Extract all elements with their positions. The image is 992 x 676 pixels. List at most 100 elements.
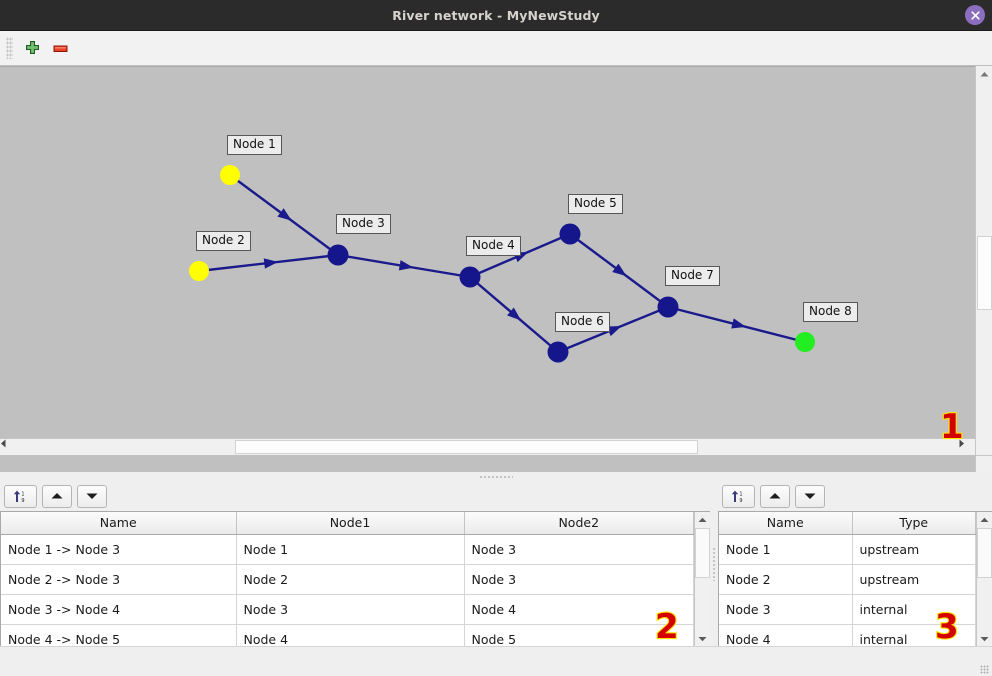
window-resize-grip[interactable] <box>980 665 989 674</box>
node-label-node-3[interactable]: Node 3 <box>336 214 391 234</box>
node-label-node-8[interactable]: Node 8 <box>803 302 858 322</box>
scrollbar-corner <box>975 455 992 472</box>
table-scroll-down-icon[interactable] <box>977 631 992 646</box>
reaches-scroll-thumb[interactable] <box>695 528 710 578</box>
splitter-grip <box>479 474 513 479</box>
node-label-node-5[interactable]: Node 5 <box>568 194 623 214</box>
column-header-node2[interactable]: Node2 <box>464 512 694 535</box>
table-cell[interactable]: Node 5 <box>464 624 694 646</box>
column-header-name[interactable]: Name <box>1 512 237 535</box>
table-cell[interactable]: Node 3 -> Node 4 <box>1 594 237 625</box>
table-cell[interactable]: internal <box>852 624 976 646</box>
table-cell[interactable]: Node 4 -> Node 5 <box>1 624 237 646</box>
graph-node-node-1[interactable] <box>220 165 240 185</box>
remove-node-icon[interactable] <box>46 34 74 62</box>
edge-arrow-icon <box>263 258 279 269</box>
node-label-node-1[interactable]: Node 1 <box>227 135 282 155</box>
table-cell[interactable]: Node 3 <box>464 534 694 565</box>
edge-arrow-icon <box>277 208 292 221</box>
nodes-table-scrollbar[interactable] <box>976 512 992 646</box>
column-header-type[interactable]: Type <box>852 512 976 535</box>
annotation-marker-1: 1 <box>939 407 965 447</box>
status-bar <box>0 646 992 676</box>
graph-node-node-8[interactable] <box>795 332 815 352</box>
table-cell[interactable]: Node 1 <box>236 534 465 565</box>
reaches-table-scrollbar[interactable] <box>694 512 710 646</box>
table-scroll-up-icon[interactable] <box>695 512 710 527</box>
table-cell[interactable]: Node 4 <box>236 624 465 646</box>
scroll-up-icon[interactable] <box>976 66 992 83</box>
nodes-scroll-thumb[interactable] <box>977 528 992 578</box>
table-cell[interactable]: upstream <box>852 534 976 565</box>
table-scroll-up-icon[interactable] <box>977 512 992 527</box>
node-label-node-4[interactable]: Node 4 <box>466 236 521 256</box>
table-cell[interactable]: internal <box>852 594 976 625</box>
move-up-icon[interactable] <box>42 484 72 508</box>
reaches-toolbar: 1 9 <box>0 481 710 511</box>
graph-node-node-5[interactable] <box>559 223 581 245</box>
add-node-icon[interactable] <box>18 34 46 62</box>
canvas-hscroll-thumb[interactable] <box>235 440 698 454</box>
toolbar-drag-handle[interactable] <box>6 37 13 59</box>
edge-arrow-icon <box>507 307 522 321</box>
table-cell[interactable]: Node 1 <box>719 534 853 565</box>
table-cell[interactable]: upstream <box>852 564 976 595</box>
graph-node-node-7[interactable] <box>657 296 679 318</box>
table-cell[interactable]: Node 4 <box>464 594 694 625</box>
horizontal-splitter[interactable] <box>0 472 992 481</box>
graph-node-node-3[interactable] <box>327 244 349 266</box>
network-canvas[interactable]: Node 1 Node 2 Node 3 Node 4 Node 5 Node 6 Node… <box>0 66 975 455</box>
table-cell[interactable]: Node 1 -> Node 3 <box>1 534 237 565</box>
node-label-node-2[interactable]: Node 2 <box>196 231 251 251</box>
close-icon[interactable] <box>965 5 985 25</box>
canvas-vertical-scrollbar[interactable] <box>975 66 992 472</box>
edge-arrow-icon <box>606 325 622 337</box>
scroll-left-icon[interactable] <box>0 439 17 455</box>
table-cell[interactable]: Node 2 -> Node 3 <box>1 564 237 595</box>
vertical-splitter[interactable] <box>710 481 718 646</box>
table-cell[interactable]: Node 2 <box>719 564 853 595</box>
scroll-right-icon[interactable] <box>958 439 975 455</box>
table-cell[interactable]: Node 2 <box>236 564 465 595</box>
table-cell[interactable]: Node 3 <box>236 594 465 625</box>
table-cell[interactable]: Node 3 <box>464 564 694 595</box>
graph-node-node-2[interactable] <box>189 261 209 281</box>
move-down-icon[interactable] <box>795 484 825 508</box>
table-scroll-down-icon[interactable] <box>695 631 710 646</box>
node-label-node-6[interactable]: Node 6 <box>555 312 610 332</box>
splitter-grip-vertical <box>712 546 716 581</box>
canvas-vscroll-thumb[interactable] <box>977 236 992 310</box>
node-label-node-7[interactable]: Node 7 <box>665 266 720 286</box>
svg-text:1: 1 <box>21 491 24 497</box>
column-header-node1[interactable]: Node1 <box>236 512 465 535</box>
column-header-name[interactable]: Name <box>719 512 853 535</box>
svg-text:9: 9 <box>739 498 742 504</box>
graph-node-node-4[interactable] <box>459 266 481 288</box>
move-up-icon[interactable] <box>760 484 790 508</box>
graph-node-node-6[interactable] <box>547 341 569 363</box>
sort-ascending-icon[interactable]: 1 9 <box>722 484 755 508</box>
table-cell[interactable]: Node 4 <box>719 624 853 646</box>
network-diagram-panel: Node 1 Node 2 Node 3 Node 4 Node 5 Node 6 Node… <box>0 66 992 472</box>
canvas-horizontal-scrollbar[interactable] <box>0 438 975 455</box>
edge-arrow-icon <box>731 318 747 329</box>
table-cell[interactable]: Node 3 <box>719 594 853 625</box>
move-down-icon[interactable] <box>77 484 107 508</box>
sort-ascending-icon[interactable]: 1 9 <box>4 484 37 508</box>
